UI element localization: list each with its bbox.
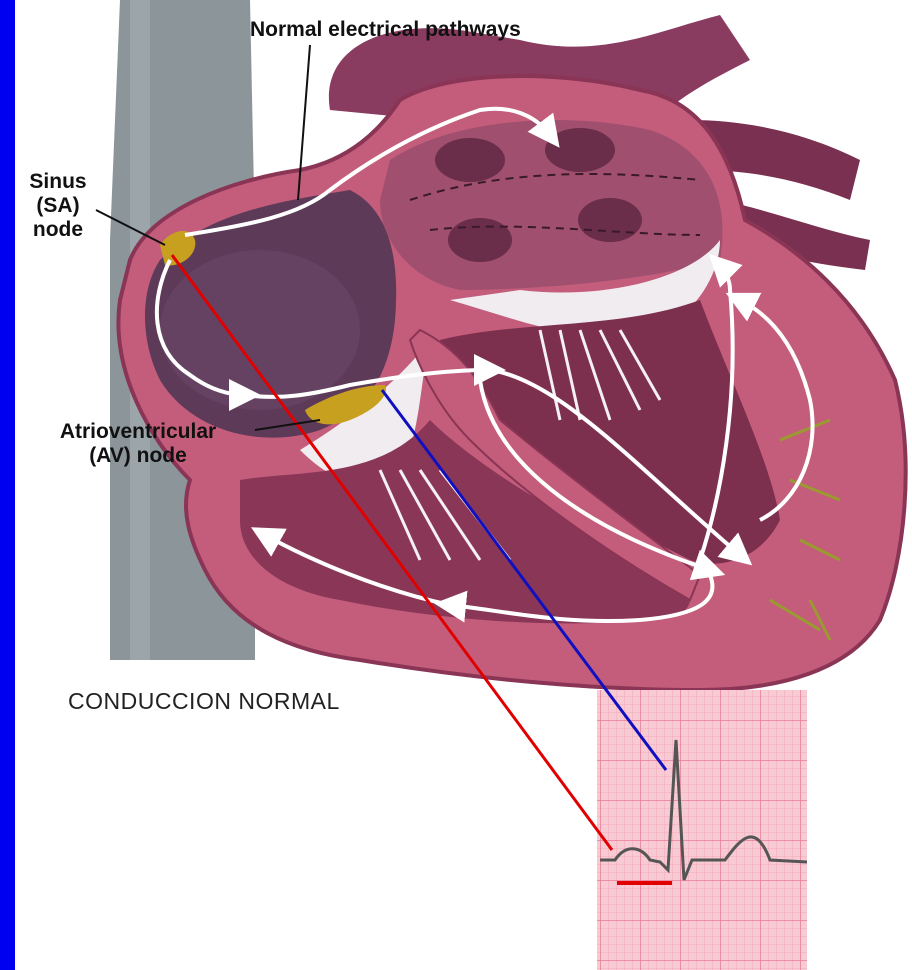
av-label-line2: (AV) node bbox=[18, 444, 258, 468]
sa-label-line3: node bbox=[18, 218, 98, 242]
av-node-label: Atrioventricular (AV) node bbox=[18, 420, 258, 468]
title-label: Normal electrical pathways bbox=[250, 18, 521, 42]
sa-label-line1: Sinus bbox=[18, 170, 98, 194]
ecg-strip bbox=[597, 690, 807, 970]
av-label-line1: Atrioventricular bbox=[18, 420, 258, 444]
sa-node-label: Sinus (SA) node bbox=[18, 170, 98, 242]
sa-label-line2: (SA) bbox=[18, 194, 98, 218]
caption: CONDUCCION NORMAL bbox=[68, 688, 340, 715]
